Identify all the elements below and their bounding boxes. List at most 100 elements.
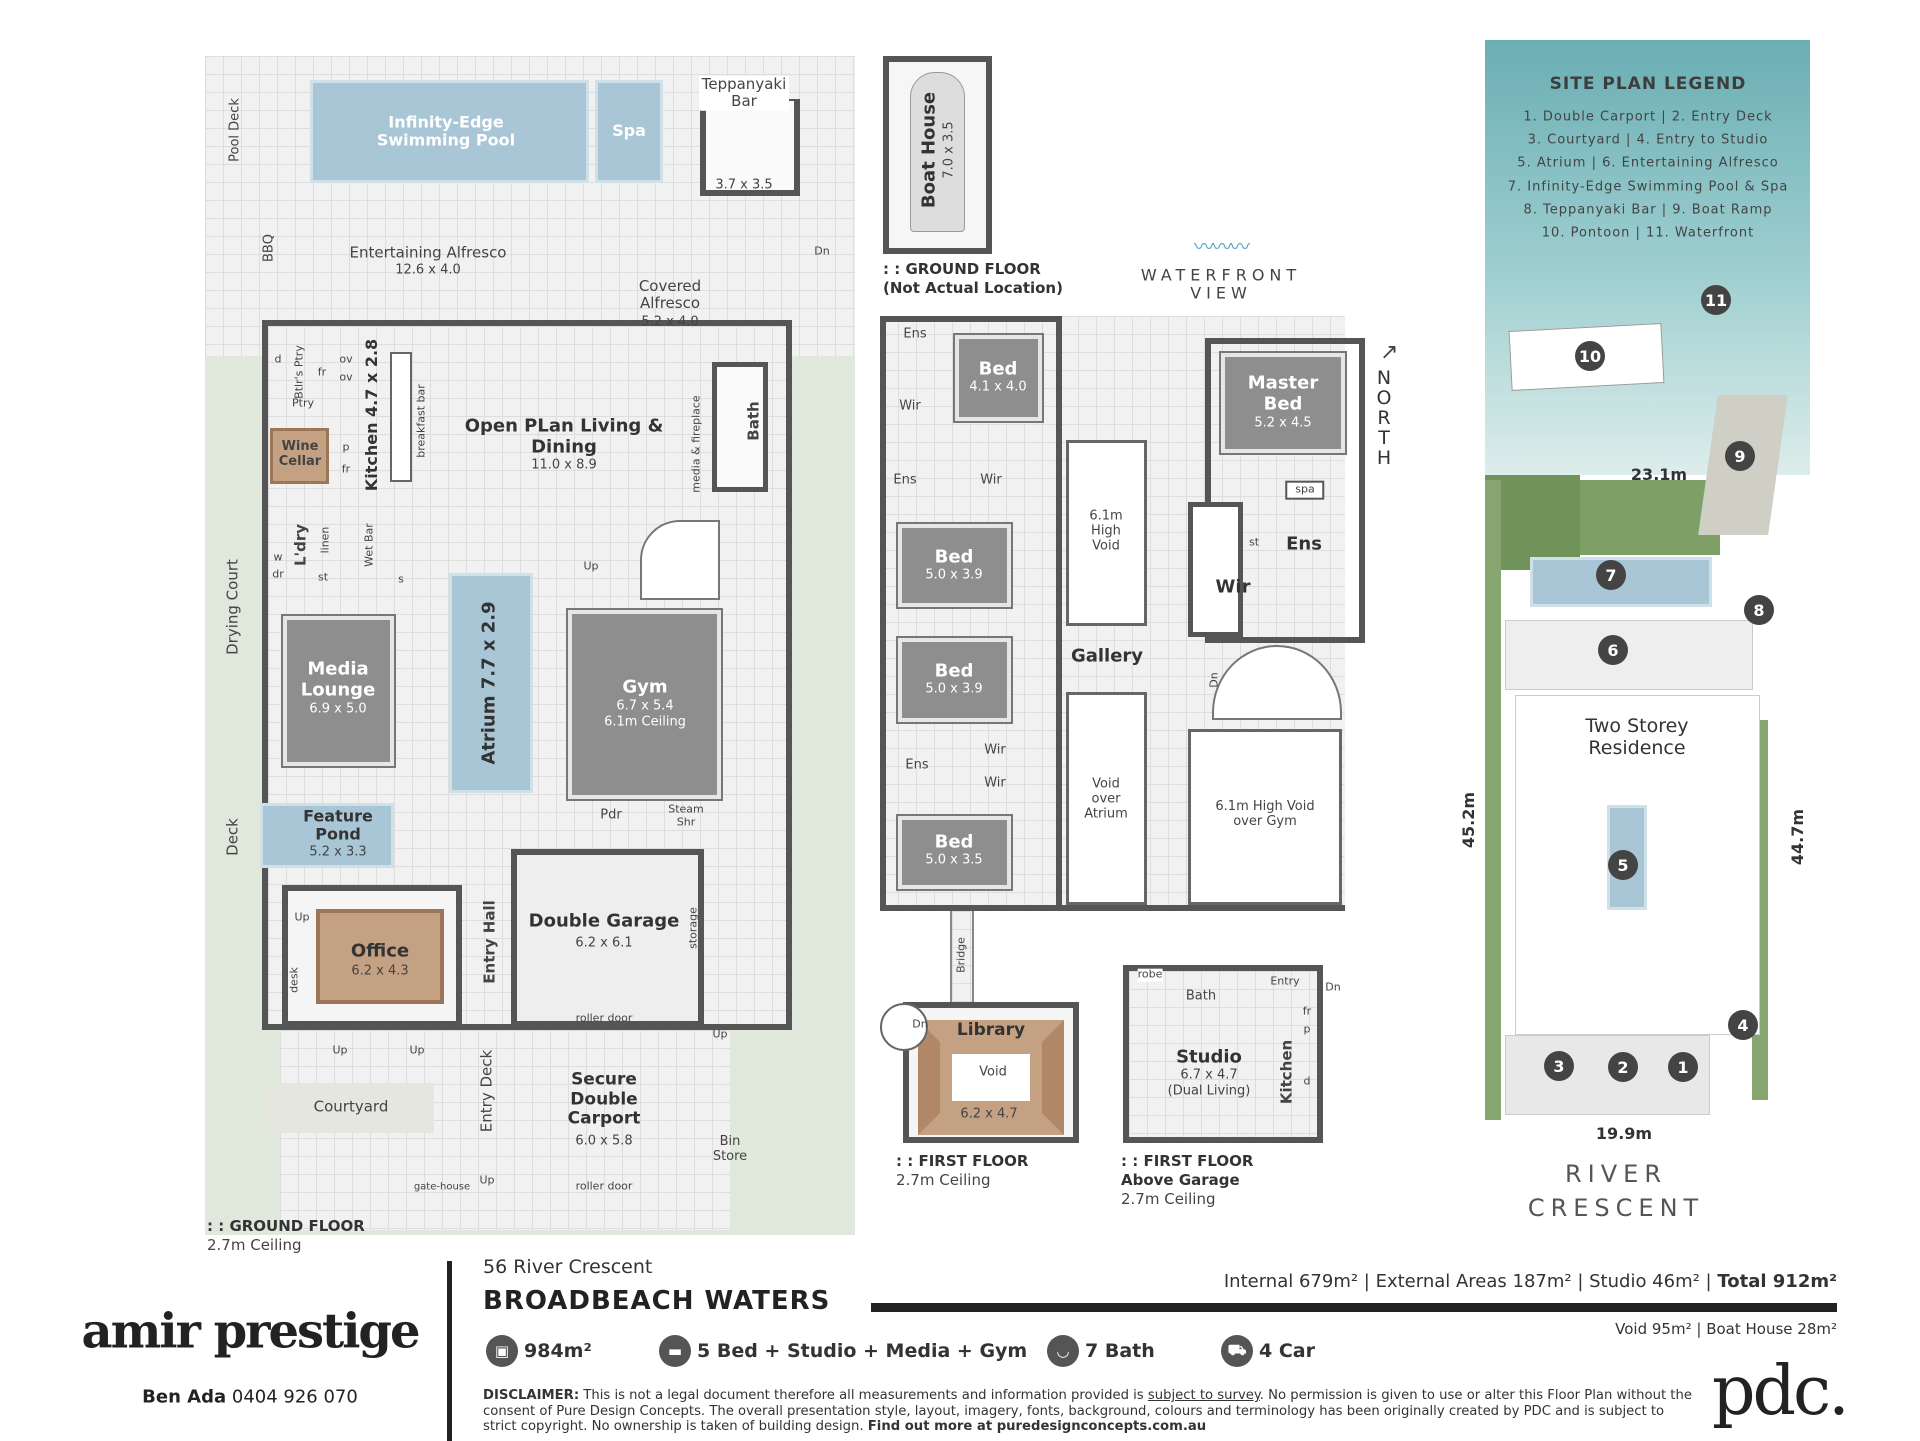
pool-label: Infinity-Edge Swimming Pool (376, 112, 516, 150)
stat-land: ▣984m² (486, 1335, 592, 1367)
p-label: p (342, 440, 350, 454)
spiral-staircase (640, 520, 720, 600)
master-wing-walls (1205, 338, 1365, 643)
st-label: st (317, 570, 329, 584)
stat-car: ⛟4 Car (1221, 1335, 1315, 1367)
caption-sub: 2.7m Ceiling (896, 1170, 991, 1189)
void-over-atrium (1066, 692, 1147, 905)
suburb: BROADBEACH WATERS (483, 1286, 831, 1316)
void-over-gym (1188, 729, 1342, 905)
bedroom-3 (898, 638, 1011, 722)
site-marker-5: 5 (1608, 850, 1638, 880)
bedroom-wing-walls (880, 316, 1062, 911)
media-fireplace-label: media & fireplace (689, 395, 703, 493)
legend-line: 5. Atrium | 6. Entertaining Alfresco (1517, 155, 1779, 171)
spa (595, 80, 663, 183)
dim-top: 23.1m (1630, 464, 1688, 484)
suburb-rule (871, 1303, 1837, 1312)
spa-bath-label: spa (1285, 480, 1325, 500)
storage-label: storage (686, 907, 700, 949)
fr-label: fr (317, 365, 327, 379)
waves-icon: 〰〰〰 (1194, 234, 1250, 259)
land-icon: ▣ (486, 1335, 518, 1367)
library-dim: 6.2 x 4.7 (960, 1106, 1018, 1122)
library-floor (918, 1020, 1064, 1135)
ground-floor-caption: : : GROUND FLOOR 2.7m Ceiling (207, 1217, 365, 1255)
carport-up-label: Up (712, 1027, 728, 1041)
caption-title: : : FIRST FLOOR (896, 1152, 1029, 1170)
bed-3-dim: 5.0 x 3.9 (925, 681, 983, 697)
double-garage-dim: 6.2 x 6.1 (575, 935, 633, 951)
north-label: NORTH (1376, 367, 1392, 469)
living-dim: 11.0 x 8.9 (531, 457, 597, 473)
pantry-label: Ptry (292, 396, 314, 410)
studio-fr-label: fr (1302, 1004, 1312, 1018)
agent-contact: Ben Ada 0404 926 070 (142, 1387, 358, 1409)
bath-icon: ◡ (1047, 1335, 1079, 1367)
master-bed-label: Master Bed (1247, 372, 1319, 414)
first-floor-caption: : : FIRST FLOOR 2.7m Ceiling (896, 1152, 1028, 1190)
media-lounge (283, 616, 394, 766)
wir-label-3: Wir (984, 742, 1006, 758)
feature-pond (260, 803, 394, 868)
gym-dim: 6.7 x 5.4 (616, 698, 674, 714)
courtyard (268, 1083, 434, 1133)
dr-label: dr (272, 567, 284, 581)
wet-bar-label: Wet Bar (362, 523, 376, 567)
office (316, 909, 444, 1004)
pdc-website-link[interactable]: Find out more at puredesignconcepts.com.… (867, 1419, 1207, 1434)
bed-1-dim: 4.1 x 4.0 (969, 379, 1027, 395)
studio-d-label: d (1303, 1074, 1311, 1088)
waterfront-view-label: WATERFRONT VIEW (1140, 265, 1302, 303)
site-marker-7: 7 (1596, 560, 1626, 590)
site-marker-11: 11 (1701, 285, 1731, 315)
ov-label: ov (339, 352, 353, 366)
bedroom-2 (898, 524, 1011, 607)
office-up-label: Up (294, 910, 310, 924)
gym-ceiling: 6.1m Ceiling (604, 714, 686, 730)
courtyard-up-label-2: Up (409, 1043, 425, 1057)
legend-line: 8. Teppanyaki Bar | 9. Boat Ramp (1523, 202, 1773, 218)
bed-4-label: Bed (934, 831, 974, 853)
high-void (1066, 440, 1147, 626)
feature-pond-label: Feature Pond (303, 806, 373, 844)
bedroom-4 (898, 816, 1011, 889)
covered-alfresco-label: Covered Alfresco (638, 276, 702, 312)
area-breakdown: Internal 679m² | External Areas 187m² | … (1223, 1271, 1718, 1292)
kitchen-label: Kitchen 4.7 x 2.8 (361, 338, 381, 492)
bin-store-label: Bin Store (712, 1134, 748, 1164)
courtyard-label: Courtyard (313, 1097, 389, 1116)
courtyard-up-label-1: Up (332, 1043, 348, 1057)
bed-3-label: Bed (934, 660, 974, 682)
bridge-label: Bridge (954, 937, 968, 973)
void-atrium-label: Void over Atrium (1084, 776, 1128, 822)
legend-line: 7. Infinity-Edge Swimming Pool & Spa (1507, 179, 1789, 195)
d-label: d (274, 352, 282, 366)
bed-2-dim: 5.0 x 3.9 (925, 567, 983, 583)
studio-dim: 6.7 x 4.7 (1180, 1067, 1238, 1083)
entry-hall-label: Entry Hall (480, 900, 499, 984)
boat (910, 72, 965, 232)
stat-label: 4 Car (1259, 1340, 1315, 1362)
media-lounge-label: Media Lounge (300, 658, 376, 700)
side-garden-left (1485, 480, 1501, 1120)
wir-label-4: Wir (984, 775, 1006, 791)
caption-sub: 2.7m Ceiling (1121, 1189, 1216, 1208)
pdc-logo: pdc. (1712, 1352, 1850, 1431)
stairs-down-label: Dn (814, 244, 830, 258)
wir-label-2: Wir (980, 472, 1002, 488)
survey-link[interactable]: subject to survey (1147, 1388, 1260, 1403)
teppanyaki-bar (700, 99, 800, 196)
stat-label: 5 Bed + Studio + Media + Gym (697, 1340, 1028, 1362)
boat-house-caption: : : GROUND FLOOR (Not Actual Location) (883, 260, 1063, 298)
entry-area (280, 1030, 730, 1230)
entry-deck-label: Entry Deck (477, 1049, 496, 1133)
studio-bath-label: Bath (1185, 988, 1217, 1004)
master-ens-label: Ens (1286, 533, 1322, 555)
living-label: Open PLan Living & Dining (464, 415, 664, 457)
up-label: Up (583, 559, 599, 573)
bridge (950, 911, 974, 1002)
disclaimer-label: DISCLAIMER: (483, 1388, 580, 1403)
breakfast-bar-label: breakfast bar (414, 384, 428, 458)
studio-dn-label: Dn (1325, 980, 1341, 994)
